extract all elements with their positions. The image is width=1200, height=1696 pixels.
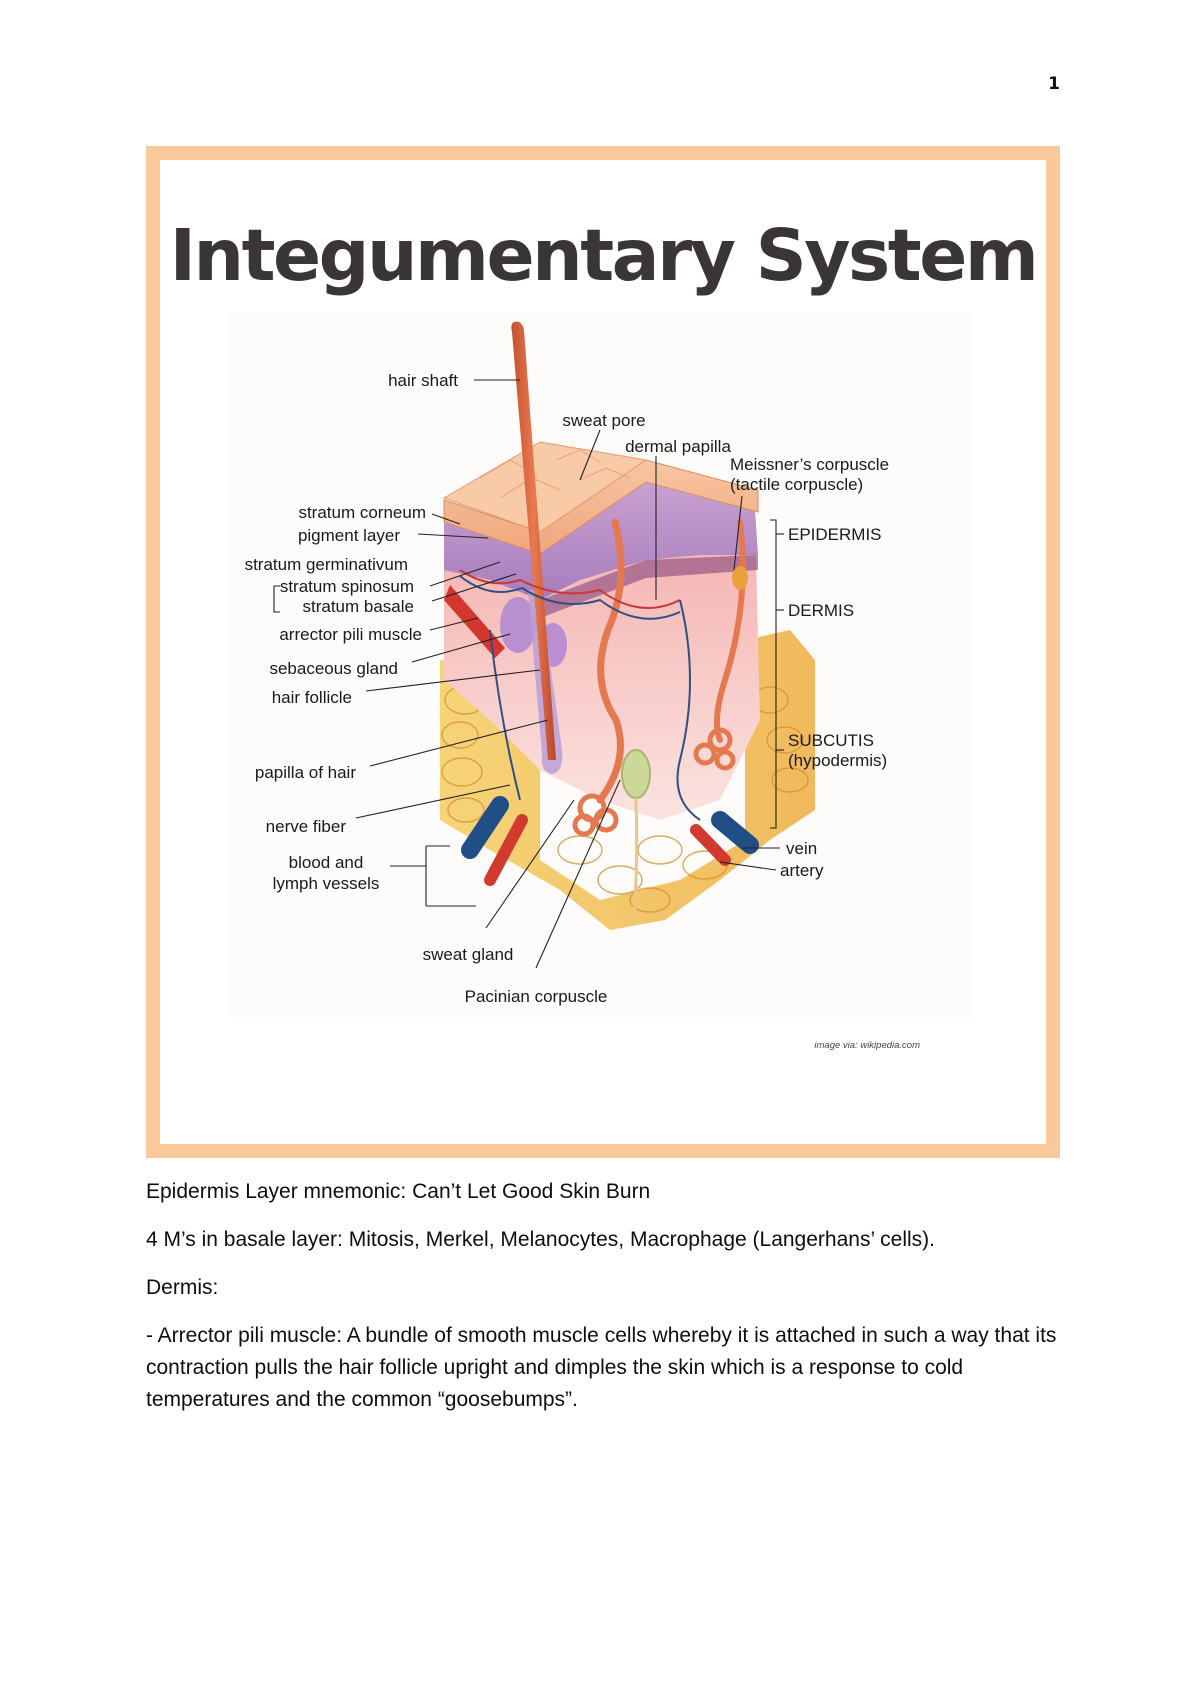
label-dermal-papilla: dermal papilla [625, 437, 731, 456]
label-sweat-pore: sweat pore [562, 411, 645, 430]
integumentary-figure: Integumentary System [146, 146, 1060, 1158]
pigment-layer-band [540, 555, 758, 618]
label-subcutis-2: (hypodermis) [788, 751, 887, 770]
label-stratum-basale: stratum basale [303, 597, 415, 616]
capillary-network [459, 569, 701, 821]
dermis-heading-line: Dermis: [146, 1272, 1060, 1304]
label-meissner-2: (tactile corpuscle) [730, 475, 863, 494]
epidermis-layer [444, 480, 758, 600]
label-sweat-gland: sweat gland [423, 945, 514, 964]
meissner-corpuscle [732, 566, 748, 590]
label-dermis: DERMIS [788, 601, 854, 620]
label-artery: artery [780, 861, 824, 880]
label-stratum-spinosum: stratum spinosum [280, 577, 414, 596]
arrector-description-block: - Arrector pili muscle: A bundle of smoo… [146, 1320, 1060, 1416]
label-stratum-corneum: stratum corneum [298, 503, 426, 522]
label-arrector-pili: arrector pili muscle [279, 625, 422, 644]
label-pacinian: Pacinian corpuscle [465, 987, 608, 1006]
mnemonic-line: Epidermis Layer mnemonic: Can’t Let Good… [146, 1176, 1060, 1208]
label-blood-lymph-1: blood and [289, 853, 364, 872]
sweat-duct [596, 518, 625, 804]
four-ms-text: 4 M’s in basale layer: Mitosis, Merkel, … [146, 1228, 936, 1251]
label-pigment-layer: pigment layer [298, 526, 400, 545]
label-blood-lymph-2: lymph vessels [273, 874, 380, 893]
label-hair-follicle: hair follicle [272, 688, 352, 707]
arrector-description: - Arrector pili muscle: A bundle of smoo… [146, 1324, 1057, 1411]
dermis-heading: Dermis: [146, 1276, 219, 1299]
blood-vessels-right [690, 811, 759, 866]
label-epidermis: EPIDERMIS [788, 525, 882, 544]
label-sebaceous-gland: sebaceous gland [269, 659, 398, 678]
leader-lines [273, 379, 784, 969]
hair-shaft-graphic [511, 321, 556, 760]
blood-vessels-left [461, 796, 528, 886]
label-subcutis-1: SUBCUTIS [788, 731, 874, 750]
pacinian-corpuscle [621, 749, 651, 799]
page-number: 1 [1048, 74, 1060, 94]
mnemonic-text: Epidermis Layer mnemonic: Can’t Let Good… [146, 1180, 651, 1203]
label-papilla-of-hair: papilla of hair [255, 763, 356, 782]
label-meissner-1: Meissner’s corpuscle [730, 455, 889, 474]
label-hair-shaft: hair shaft [388, 371, 458, 390]
label-stratum-germinativum: stratum germinativum [245, 555, 408, 574]
label-vein: vein [786, 839, 817, 858]
label-nerve-fiber: nerve fiber [266, 817, 347, 836]
skin-cross-section-diagram: hair shaft sweat pore dermal papilla Mei… [230, 312, 974, 1051]
figure-title: Integumentary System [169, 214, 1039, 297]
image-credit: image via: wikipedia.com [814, 1040, 920, 1051]
four-ms-line: 4 M’s in basale layer: Mitosis, Merkel, … [146, 1224, 1060, 1256]
